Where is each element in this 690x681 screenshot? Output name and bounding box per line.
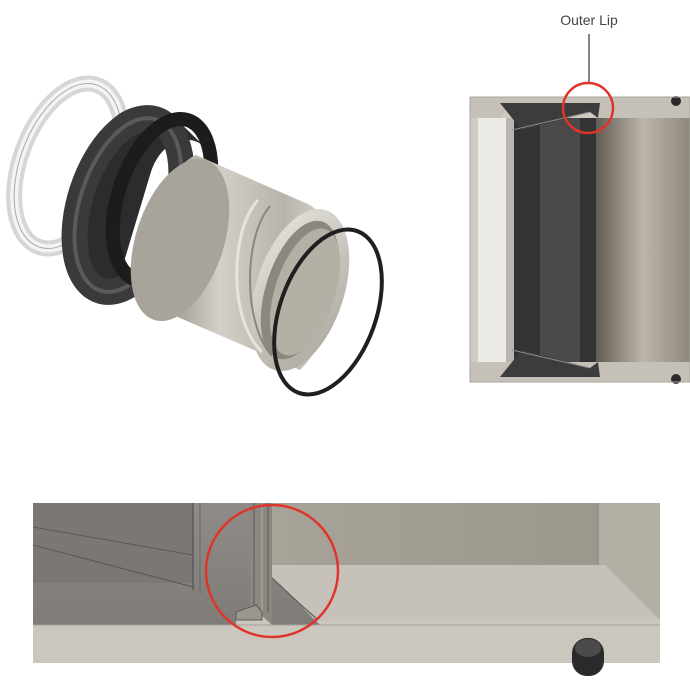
cross-section-view — [469, 96, 690, 384]
detail-highlight-circle — [204, 503, 340, 639]
callout-label: Outer Lip — [560, 12, 618, 28]
o-ring — [272, 227, 384, 397]
outer-lip-highlight-circle — [561, 81, 615, 135]
detail-o-ring — [572, 638, 604, 676]
sleeve-body — [130, 155, 350, 372]
exploded-assembly-view — [6, 75, 384, 397]
detail-zoom-view — [32, 503, 660, 676]
outer-lip-callout: Outer Lip — [560, 12, 618, 135]
